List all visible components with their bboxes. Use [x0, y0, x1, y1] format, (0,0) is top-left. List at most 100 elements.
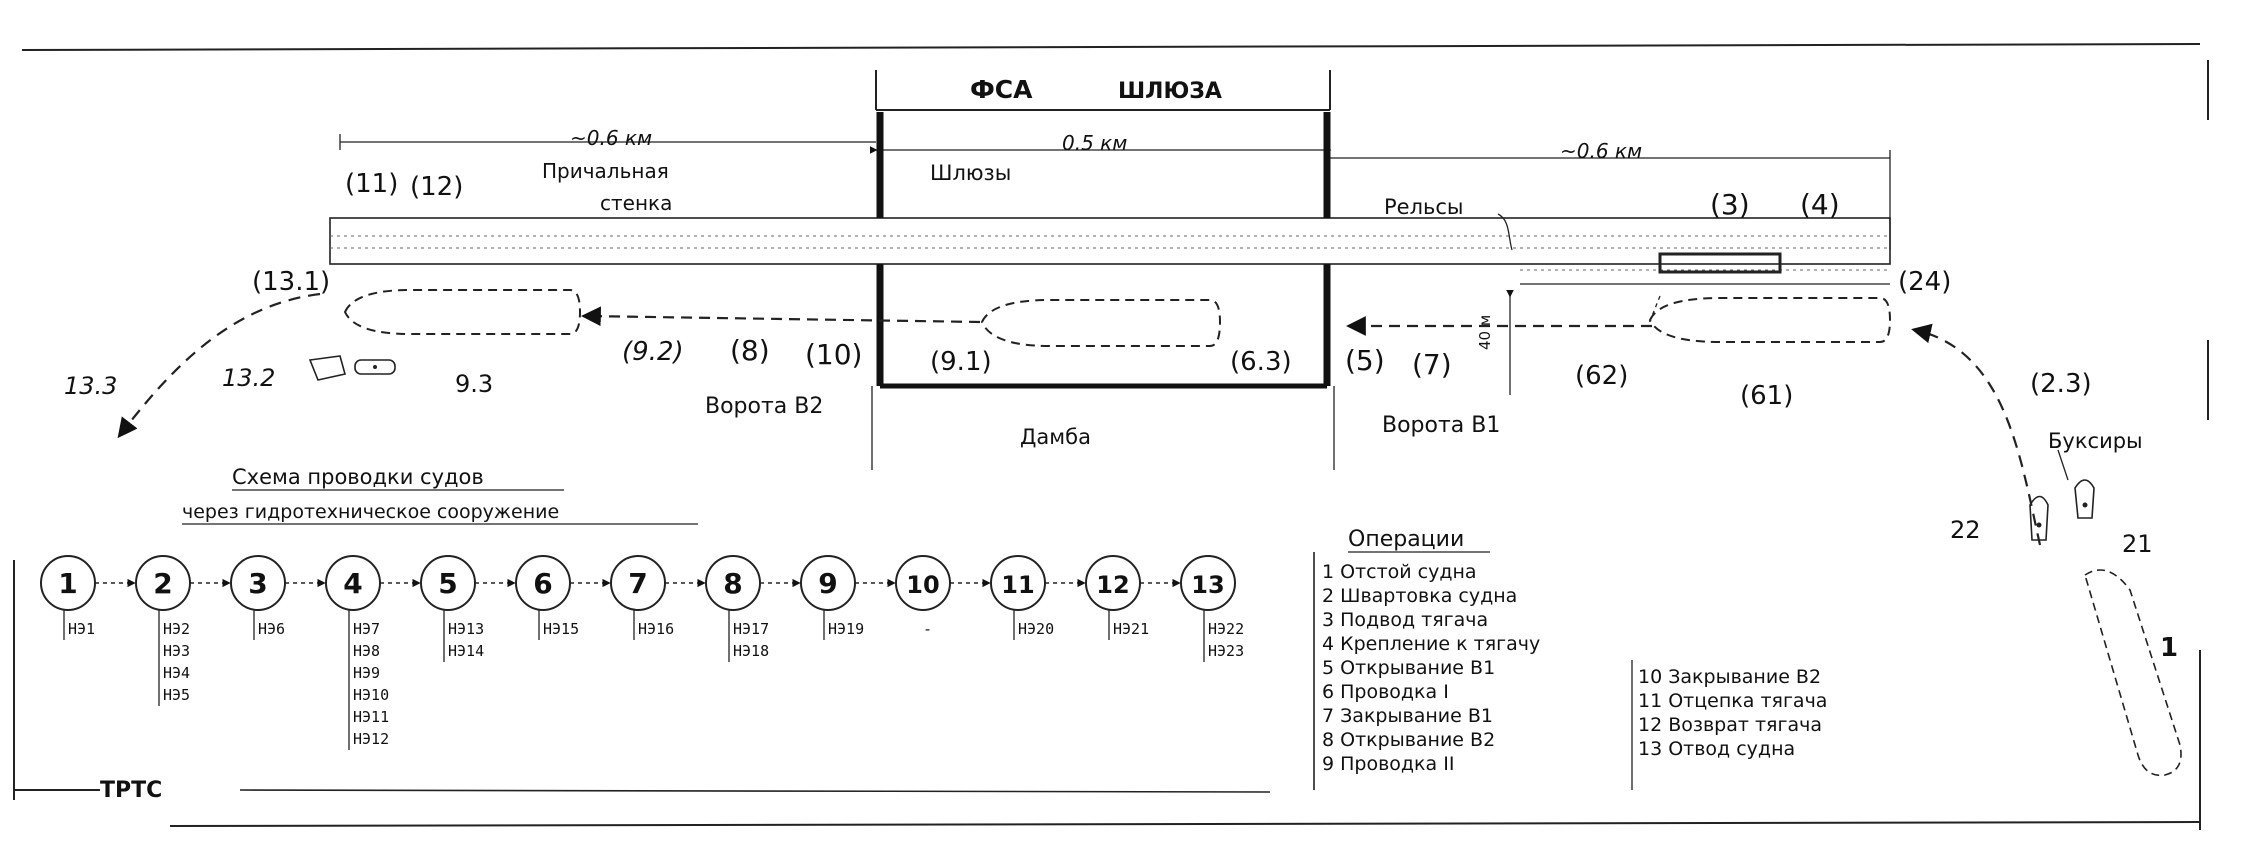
step-sub-label: НЭ14 [448, 642, 484, 660]
step-sub-label: НЭ10 [353, 686, 389, 704]
marker-10: (10) [805, 338, 862, 371]
operation-item: 10 Закрывание В2 [1638, 666, 1821, 688]
marker-24: (24) [1898, 267, 1951, 297]
marker-3: (3) [1710, 188, 1750, 221]
step-number: 11 [1001, 571, 1034, 599]
step-sub-label: НЭ9 [353, 664, 380, 682]
step-sub-label: НЭ20 [1018, 620, 1054, 638]
operations-title: Операции [1348, 527, 1464, 552]
step-sub-label: НЭ11 [353, 708, 389, 726]
step-number: 2 [153, 567, 172, 600]
operation-item: 13 Отвод судна [1638, 738, 1795, 760]
step-number: 4 [343, 567, 362, 600]
operation-item: 8 Открывание В2 [1322, 729, 1495, 751]
step-sub-label: НЭ8 [353, 642, 380, 660]
marker-6-1: (61) [1740, 381, 1793, 411]
step-sub-label: НЭ2 [163, 620, 190, 638]
ship-position-61 [1648, 297, 1892, 343]
marker-11: (11) [345, 169, 398, 199]
marker-5: (5) [1345, 344, 1385, 377]
tug-icon-right-1 [2029, 495, 2049, 541]
step-sub-label: НЭ13 [448, 620, 484, 638]
frame-bottom-line [169, 821, 2201, 827]
marker-2-3: (2.3) [2030, 369, 2092, 399]
marker-21: 21 [2122, 530, 2153, 558]
operation-item: 5 Открывание В1 [1322, 657, 1495, 679]
step-number: 9 [818, 567, 837, 600]
marker-9-2: (9.2) [622, 337, 684, 367]
step-number: 6 [533, 567, 552, 600]
scheme-title-1: Схема проводки судов [232, 465, 484, 489]
marker-22: 22 [1950, 516, 1981, 544]
step-sub-label: НЭ5 [163, 686, 190, 704]
departure-path [117, 292, 321, 439]
marker-6-2: (62) [1575, 361, 1628, 391]
operation-item: 1 Отстой судна [1322, 561, 1477, 583]
step-chain: 1НЭ12НЭ2НЭ3НЭ4НЭ53НЭ64НЭ7НЭ8НЭ9НЭ10НЭ11Н… [40, 555, 1244, 750]
step-number: 1 [58, 567, 77, 600]
tow-line-tractor [1647, 295, 1661, 327]
scheme-bottom-line-right [239, 789, 1271, 793]
dist-right: ~0.6 км [1560, 139, 1642, 163]
step-sub-label: НЭ23 [1208, 642, 1244, 660]
step-sub-label: НЭ7 [353, 620, 380, 638]
step-sub-label: НЭ15 [543, 620, 579, 638]
gate-b2-label: Ворота В2 [705, 394, 823, 419]
operation-item: 12 Возврат тягача [1638, 714, 1822, 736]
step-number: 12 [1096, 571, 1129, 599]
mooring-wall-strip [329, 217, 1891, 265]
step-sub-label: НЭ16 [638, 620, 674, 638]
step-number: 13 [1191, 571, 1224, 599]
tugs-label: Буксиры [2048, 429, 2143, 453]
step-number: 10 [906, 571, 939, 599]
depth-label: 40 м [1476, 315, 1494, 350]
step-number: 7 [628, 567, 647, 600]
dist-mid: 0.5 км [1062, 131, 1127, 155]
ship-position-91 [980, 299, 1222, 347]
marker-4: (4) [1800, 188, 1840, 221]
marker-12: (12) [410, 172, 463, 202]
operation-item: 9 Проводка II [1322, 753, 1454, 775]
marker-6-3: (6.3) [1230, 347, 1292, 377]
step-sub-label: НЭ1 [68, 620, 95, 638]
step-sub-label: НЭ18 [733, 642, 769, 660]
step-sub-label: НЭ21 [1113, 620, 1149, 638]
tugs-leader [2057, 449, 2069, 481]
rails-label: Рельсы [1384, 195, 1464, 219]
operation-item: 7 Закрывание В1 [1322, 705, 1493, 727]
operation-item: 6 Проводка I [1322, 681, 1449, 703]
operation-item: 2 Швартовка судна [1322, 585, 1517, 607]
step-sub-label: НЭ4 [163, 664, 190, 682]
marker-8: (8) [730, 334, 770, 367]
rails-leader [1497, 213, 1513, 251]
marker-7: (7) [1412, 348, 1452, 381]
step-sub-label: НЭ19 [828, 620, 864, 638]
marker-9-1: (9.1) [930, 347, 992, 377]
step-sub-label: НЭ17 [733, 620, 769, 638]
marker-1: 1 [2160, 633, 2178, 663]
gate-b1-label: Ворота В1 [1382, 413, 1500, 438]
mooring-wall-label-1: Причальная [542, 159, 669, 183]
step-circle [1180, 555, 1236, 611]
marker-9-3: 9.3 [455, 370, 493, 398]
marker-13-3: 13.3 [64, 372, 117, 400]
lock-label: ШЛЮЗА [1118, 79, 1222, 104]
frame-top-line [21, 43, 2201, 51]
step-sub-label: НЭ12 [353, 730, 389, 748]
ship-position-1 [2084, 569, 2182, 777]
step-number: 5 [438, 567, 457, 600]
scheme-title-2: через гидротехническое сооружение [182, 501, 559, 523]
step-sub-label: НЭ6 [258, 620, 285, 638]
tow-path-b2 [581, 306, 981, 327]
scheme-footer-label: ТРТС [100, 778, 162, 803]
dam-label: Дамба [1020, 425, 1091, 449]
mooring-wall-label-2: стенка [600, 191, 672, 215]
fsa-label: ФСА [970, 75, 1033, 104]
locks-label: Шлюзы [930, 161, 1011, 185]
step-sub-label: - [923, 620, 932, 638]
operation-item: 11 Отцепка тягача [1638, 690, 1827, 712]
marker-13-1: (13.1) [252, 267, 330, 297]
marker-13-2: 13.2 [222, 364, 275, 392]
